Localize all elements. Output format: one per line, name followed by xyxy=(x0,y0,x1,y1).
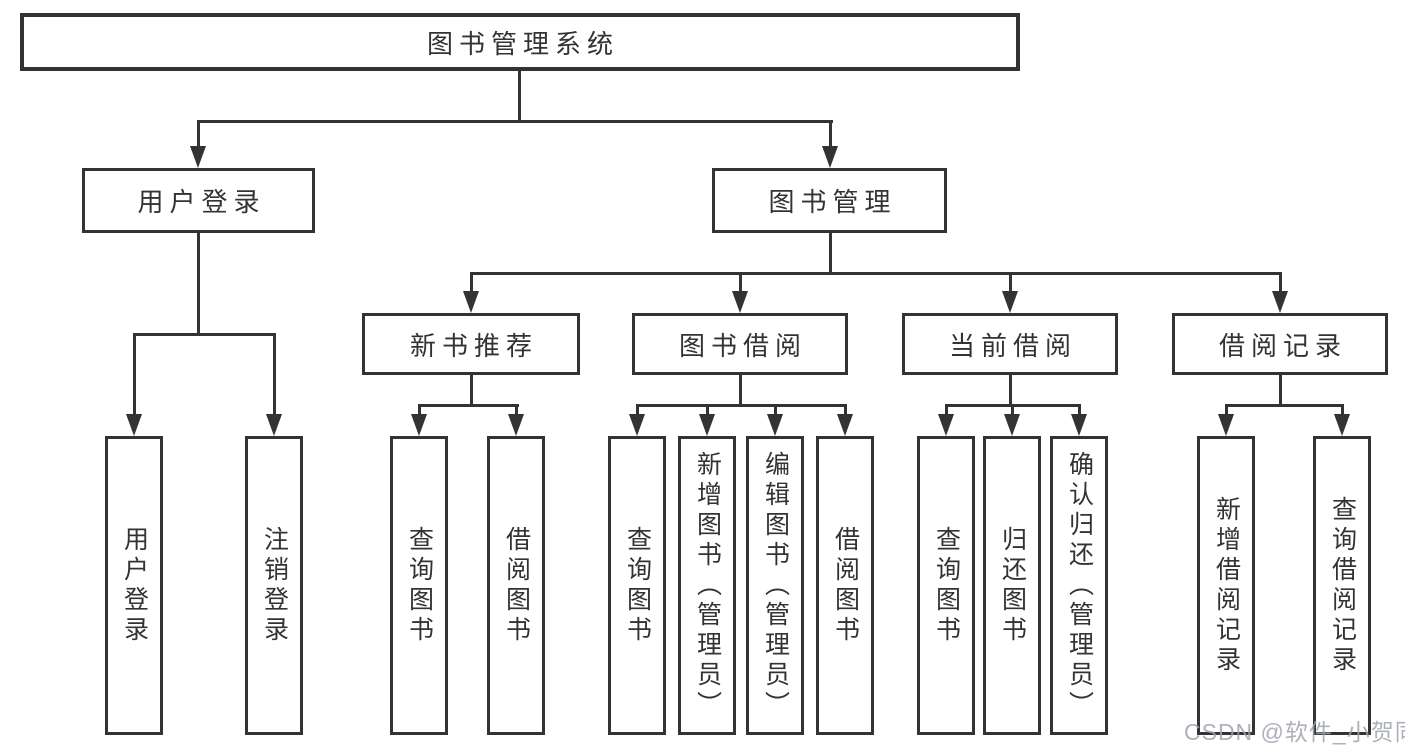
node-current-borrow-label: 当前借阅 xyxy=(948,330,1077,361)
arrowhead-icon xyxy=(629,414,645,436)
leaf-query-books-label: 查询图书 xyxy=(405,525,434,646)
connector-line xyxy=(273,333,276,417)
arrowhead-icon xyxy=(1004,414,1020,436)
connector-line xyxy=(470,375,473,406)
connector-line xyxy=(197,233,200,333)
arrowhead-icon xyxy=(767,414,783,436)
node-new-book-recommend-label: 新书推荐 xyxy=(409,330,538,361)
connector-line xyxy=(418,404,421,418)
connector-line xyxy=(518,70,521,120)
arrowhead-icon xyxy=(837,414,853,436)
connector-line xyxy=(133,333,276,336)
connector-line xyxy=(1279,272,1282,296)
leaf-edit-books-admin: 编辑图书（管理员） xyxy=(746,436,804,735)
leaf-query-books: 查询图书 xyxy=(608,436,666,735)
arrowhead-icon xyxy=(1071,414,1087,436)
node-root-label: 图书管理系统 xyxy=(426,28,619,59)
connector-line xyxy=(418,404,519,407)
connector-line xyxy=(1009,375,1012,406)
leaf-query-books: 查询图书 xyxy=(917,436,975,735)
csdn-watermark: CSDN @软件_小贺同学 xyxy=(1184,719,1405,745)
leaf-user-login: 用户登录 xyxy=(105,436,163,735)
arrowhead-icon xyxy=(126,414,142,436)
leaf-confirm-return-admin-label: 确认归还（管理员） xyxy=(1065,450,1094,721)
leaf-add-books-admin: 新增图书（管理员） xyxy=(678,436,736,735)
leaf-query-books-label: 查询图书 xyxy=(623,525,652,646)
connector-line xyxy=(829,233,832,275)
node-new-book-recommend: 新书推荐 xyxy=(362,313,580,375)
leaf-return-books: 归还图书 xyxy=(983,436,1041,735)
connector-line xyxy=(739,272,742,296)
arrowhead-icon xyxy=(732,291,748,313)
leaf-query-borrow-record: 查询借阅记录 xyxy=(1313,436,1371,735)
leaf-add-borrow-record-label: 新增借阅记录 xyxy=(1212,495,1241,676)
connector-line xyxy=(774,404,777,418)
connector-line xyxy=(844,404,847,418)
arrowhead-icon xyxy=(463,291,479,313)
node-borrow-records-label: 借阅记录 xyxy=(1218,330,1347,361)
leaf-borrow-books-label: 借阅图书 xyxy=(502,525,531,646)
arrowhead-icon xyxy=(266,414,282,436)
connector-line xyxy=(470,272,1282,275)
connector-line xyxy=(1011,404,1014,418)
connector-line xyxy=(1225,404,1344,407)
connector-line xyxy=(945,404,948,418)
leaf-query-books-label: 查询图书 xyxy=(932,525,961,646)
node-book-management-label: 图书管理 xyxy=(768,187,897,217)
arrowhead-icon xyxy=(938,414,954,436)
connector-line xyxy=(1225,404,1228,418)
connector-line xyxy=(1078,404,1081,418)
connector-line xyxy=(515,404,518,418)
connector-line xyxy=(133,333,136,417)
connector-line xyxy=(636,404,639,418)
arrowhead-icon xyxy=(1002,291,1018,313)
connector-line xyxy=(706,404,709,418)
leaf-logout: 注销登录 xyxy=(245,436,303,735)
connector-line xyxy=(470,272,473,296)
node-book-borrow: 图书借阅 xyxy=(632,313,848,375)
arrowhead-icon xyxy=(508,414,524,436)
connector-line xyxy=(197,120,200,150)
node-user-login-label: 用户登录 xyxy=(137,187,266,217)
leaf-logout-label: 注销登录 xyxy=(260,525,289,646)
arrowhead-icon xyxy=(411,414,427,436)
leaf-query-borrow-record-label: 查询借阅记录 xyxy=(1328,495,1357,676)
leaf-add-books-admin-label: 新增图书（管理员） xyxy=(693,450,722,721)
leaf-borrow-books: 借阅图书 xyxy=(816,436,874,735)
connector-line xyxy=(1009,272,1012,296)
node-current-borrow: 当前借阅 xyxy=(902,313,1118,375)
arrowhead-icon xyxy=(1218,414,1234,436)
node-root: 图书管理系统 xyxy=(20,13,1020,71)
node-book-management: 图书管理 xyxy=(712,168,947,233)
node-book-borrow-label: 图书借阅 xyxy=(678,330,807,361)
arrowhead-icon xyxy=(1334,414,1350,436)
connector-line xyxy=(739,375,742,406)
leaf-query-books: 查询图书 xyxy=(390,436,448,735)
leaf-edit-books-admin-label: 编辑图书（管理员） xyxy=(761,450,790,721)
leaf-borrow-books-label: 借阅图书 xyxy=(831,525,860,646)
connector-line xyxy=(197,120,833,123)
arrowhead-icon xyxy=(190,146,206,168)
connector-line xyxy=(829,120,832,150)
node-user-login: 用户登录 xyxy=(82,168,315,233)
leaf-user-login-label: 用户登录 xyxy=(120,525,149,646)
connector-line xyxy=(1279,375,1282,406)
leaf-confirm-return-admin: 确认归还（管理员） xyxy=(1050,436,1108,735)
leaf-borrow-books: 借阅图书 xyxy=(487,436,545,735)
leaf-add-borrow-record: 新增借阅记录 xyxy=(1197,436,1255,735)
arrowhead-icon xyxy=(822,146,838,168)
node-borrow-records: 借阅记录 xyxy=(1172,313,1388,375)
arrowhead-icon xyxy=(1272,291,1288,313)
arrowhead-icon xyxy=(699,414,715,436)
leaf-return-books-label: 归还图书 xyxy=(998,525,1027,646)
connector-line xyxy=(1341,404,1344,418)
connector-line xyxy=(636,404,847,407)
